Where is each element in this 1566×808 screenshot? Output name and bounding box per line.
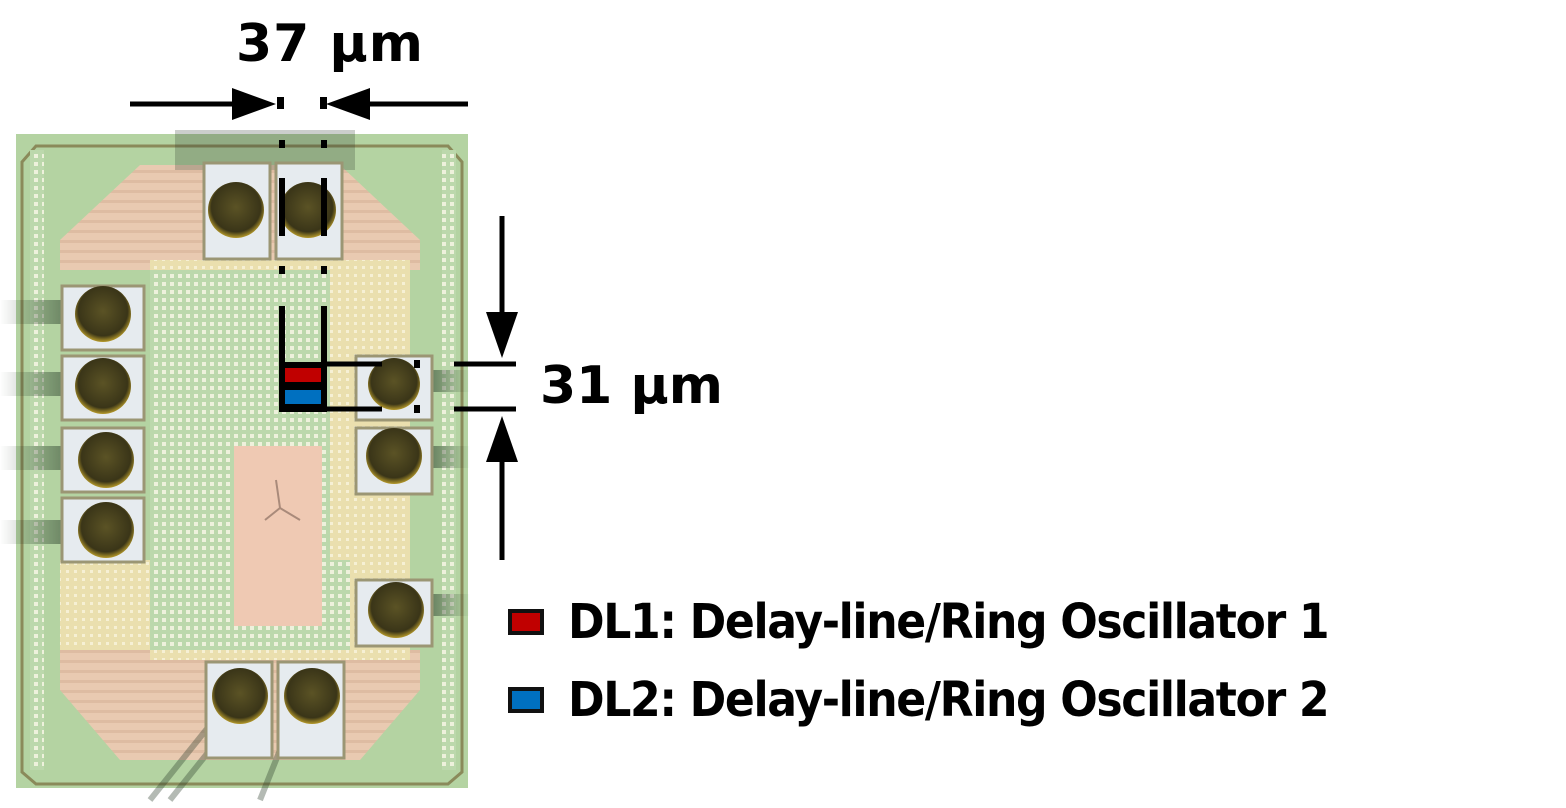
horizontal-dimension-arrows	[130, 88, 468, 120]
dl1-swatch-icon	[508, 609, 544, 635]
dl-region-box	[279, 362, 327, 412]
bond-pads	[60, 161, 434, 760]
legend-label-dl1: DL1: Delay-line/Ring Oscillator 1	[568, 594, 1330, 650]
legend-item-dl2: DL2: Delay-line/Ring Oscillator 2	[508, 672, 1394, 728]
dl2-marker	[285, 390, 321, 404]
vertical-dimension-arrows	[486, 216, 518, 560]
horizontal-guide-lines	[327, 360, 516, 413]
legend-label-dl2: DL2: Delay-line/Ring Oscillator 2	[568, 672, 1330, 728]
vertical-guide-lines	[279, 140, 327, 412]
dl2-swatch-icon	[508, 687, 544, 713]
vertical-dimension-label: 31 µm	[540, 356, 723, 416]
horizontal-dimension-label: 37 µm	[236, 14, 424, 74]
legend-item-dl1: DL1: Delay-line/Ring Oscillator 1	[508, 594, 1394, 650]
dl1-marker	[285, 368, 321, 382]
